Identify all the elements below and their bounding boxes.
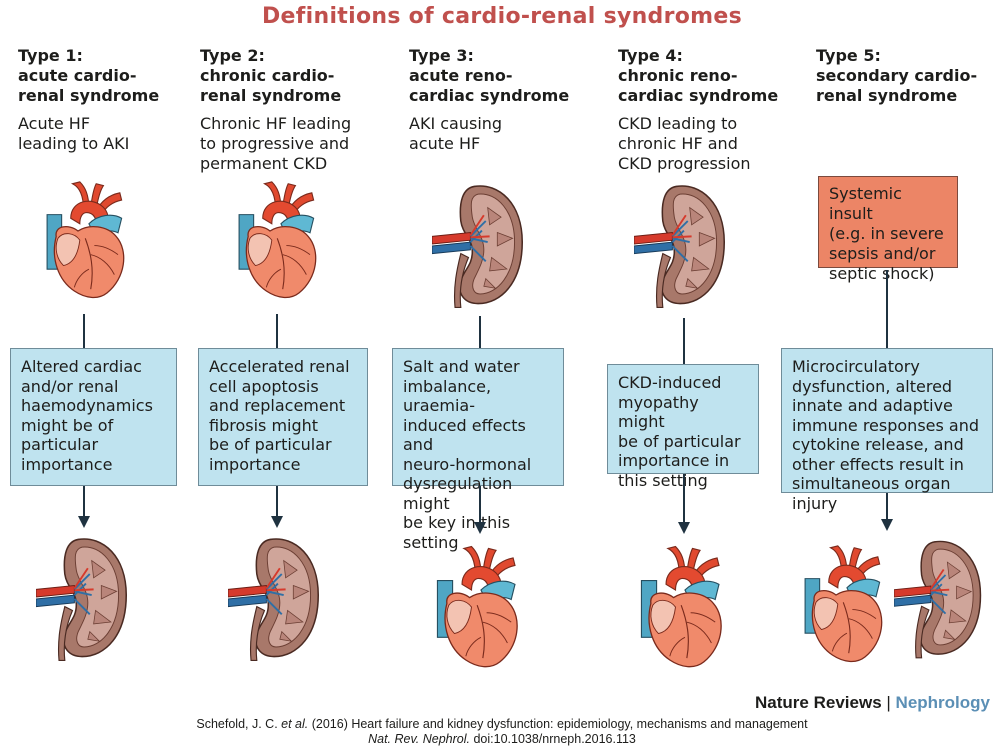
journal-section: Nephrology xyxy=(895,693,990,712)
citation-journal: Nat. Rev. Nephrol. xyxy=(368,732,470,746)
brand-separator: | xyxy=(886,693,891,712)
connector-line xyxy=(276,314,278,348)
citation: Schefold, J. C. et al. (2016) Heart fail… xyxy=(0,717,1004,747)
down-arrow-icon xyxy=(881,493,893,531)
heart-illustration xyxy=(632,540,736,676)
citation-line-2: Nat. Rev. Nephrol. doi:10.1038/nrneph.20… xyxy=(0,732,1004,747)
down-arrow-icon xyxy=(474,486,486,534)
type-4-heading: Type 4: chronic reno- cardiac syndrome xyxy=(618,46,779,105)
heart-illustration xyxy=(38,176,138,306)
citation-authors: Schefold, J. C. xyxy=(196,717,282,731)
connector-line xyxy=(83,314,85,348)
type-3-heading: Type 3: acute reno- cardiac syndrome xyxy=(409,46,570,105)
kidney-illustration xyxy=(36,534,132,662)
type-1-description: Acute HF leading to AKI xyxy=(18,114,130,153)
down-arrow-icon xyxy=(78,486,90,528)
heart-illustration xyxy=(230,176,330,306)
kidney-illustration xyxy=(634,182,730,308)
type-2-description: Chronic HF leading to progressive and pe… xyxy=(200,114,352,173)
mechanism-box: Accelerated renal cell apoptosis and rep… xyxy=(198,348,368,486)
connector-line xyxy=(886,270,888,348)
page-title: Definitions of cardio-renal syndromes xyxy=(261,4,743,29)
kidney-illustration xyxy=(228,534,324,662)
down-arrow-icon xyxy=(678,474,690,534)
type-2-heading: Type 2: chronic cardio- renal syndrome xyxy=(200,46,342,105)
connector-line xyxy=(479,316,481,348)
heart-illustration xyxy=(796,540,896,670)
citation-doi: doi:10.1038/nrneph.2016.113 xyxy=(470,732,636,746)
kidney-illustration xyxy=(894,536,986,660)
heart-illustration xyxy=(428,540,532,676)
down-arrow-icon xyxy=(271,486,283,528)
connector-line xyxy=(683,318,685,364)
journal-name: Nature Reviews xyxy=(755,693,882,712)
kidney-illustration xyxy=(432,182,528,308)
mechanism-box: CKD-induced myopathy might be of particu… xyxy=(607,364,759,490)
type-3-description: AKI causing acute HF xyxy=(409,114,503,153)
citation-line-1: Schefold, J. C. et al. (2016) Heart fail… xyxy=(0,717,1004,732)
type-5-heading: Type 5: secondary cardio- renal syndrome xyxy=(816,46,978,105)
systemic-insult-box: Systemic insult (e.g. in severe sepsis a… xyxy=(818,176,958,283)
type-4-description: CKD leading to chronic HF and CKD progre… xyxy=(618,114,751,173)
type-1-heading: Type 1: acute cardio- renal syndrome xyxy=(18,46,160,105)
mechanism-box: Salt and water imbalance, uraemia- induc… xyxy=(392,348,564,552)
citation-etal: et al. xyxy=(281,717,309,731)
mechanism-box: Altered cardiac and/or renal haemodynami… xyxy=(10,348,177,486)
journal-brand: Nature Reviews | Nephrology xyxy=(755,693,990,713)
citation-title: (2016) Heart failure and kidney dysfunct… xyxy=(308,717,808,731)
mechanism-box: Microcirculatory dysfunction, altered in… xyxy=(781,348,993,513)
